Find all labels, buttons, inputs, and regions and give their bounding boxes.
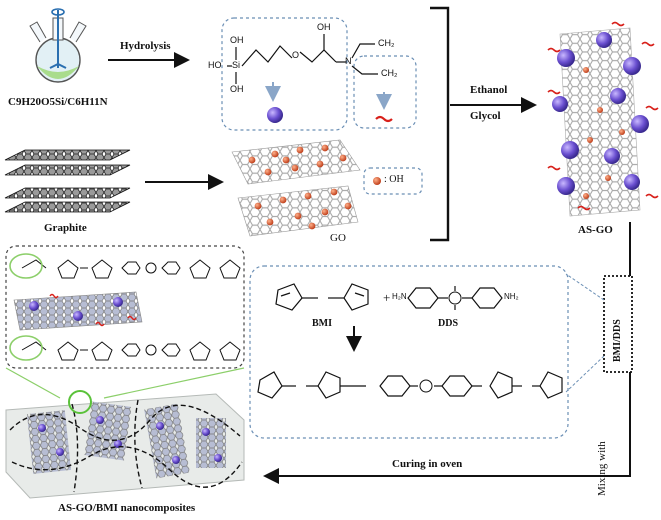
oh-legend-box: [363, 167, 423, 195]
bmi-dds-label: BMI/DDS: [612, 319, 623, 362]
silane-ch2-bottom: CH₂: [381, 68, 398, 78]
allyl-box: [353, 55, 417, 129]
oh-legend-label: : OH: [384, 174, 404, 185]
nanocomposites-label: AS-GO/BMI nanocomposites: [58, 502, 196, 514]
grafting-box: [5, 245, 245, 369]
go-label: GO: [330, 232, 346, 244]
reaction-flask-icon: [29, 8, 87, 83]
grafted-chain-top: [21, 259, 241, 279]
dds-structure: [407, 286, 503, 310]
oh-dot-icon: [373, 177, 381, 185]
dds-nh2: NH₂: [504, 292, 519, 301]
silane-sphere-icon: [267, 107, 283, 123]
reaction-box: [249, 265, 569, 439]
curing-label: Curing in oven: [392, 458, 463, 470]
bmi-dds-box: [603, 275, 633, 373]
silane-oh-chain: OH: [317, 22, 331, 32]
hydrolysis-label: Hydrolysis: [120, 40, 171, 52]
ethanol-label: Ethanol: [470, 84, 508, 96]
bmi-label: BMI: [312, 318, 332, 329]
as-go-icon: [547, 21, 659, 217]
glycol-label: Glycol: [470, 110, 501, 122]
silane-skeleton: [227, 34, 378, 84]
dds-label: DDS: [438, 318, 459, 329]
graphite-label: Graphite: [44, 222, 87, 234]
mixing-with-label: Mixing with: [596, 441, 608, 496]
nanocomposite-block: [5, 390, 245, 499]
silane-si: Si: [232, 60, 241, 70]
silane-box: [221, 17, 348, 131]
as-go-label: AS-GO: [578, 224, 613, 236]
silane-ho: HO: [208, 60, 222, 70]
silane-o-ether: O: [292, 50, 300, 60]
combine-bracket: [430, 6, 450, 242]
bmi-structure: [275, 283, 369, 311]
plus-sign: +: [383, 290, 391, 305]
silane-n: N: [345, 56, 352, 66]
silane-oh-top: OH: [230, 35, 244, 45]
silane-ch2-top: CH₂: [378, 38, 395, 48]
dds-h2n: H₂N: [392, 292, 407, 301]
grafted-chain-bottom: [21, 341, 241, 361]
reagent-formula: C9H20O5Si/C6H11N: [8, 96, 108, 108]
bmi-dds-product-structure: [257, 371, 563, 399]
graphite-icon: [4, 149, 131, 213]
silane-oh-bottom: OH: [230, 84, 244, 94]
graphene-oxide-icon: [231, 139, 361, 237]
allyl-wave-icon: [375, 115, 393, 123]
